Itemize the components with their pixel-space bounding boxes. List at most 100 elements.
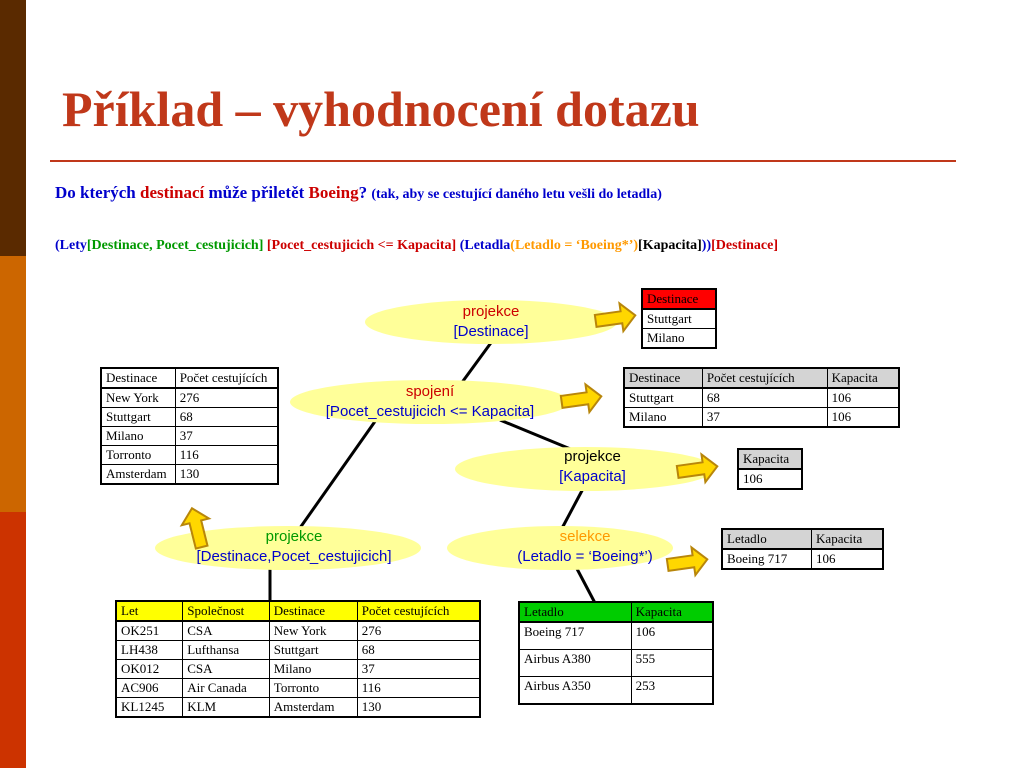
table-header-cell: Destinace: [100, 367, 176, 389]
node-projection-destinace-pocet: projekce [Destinace,Pocet_cestujicich]: [160, 527, 428, 567]
node-argument: (Letadlo = ‘Boeing*’): [517, 548, 653, 565]
table-cell: Torronto: [100, 445, 176, 465]
table-cell: KLM: [182, 697, 270, 718]
table-row: 106: [737, 468, 803, 490]
sidebar-band-dark: [0, 0, 26, 256]
question-note: (tak, aby se cestující daného letu vešli…: [371, 187, 662, 202]
table-cell: 116: [356, 678, 481, 698]
table-cell: 106: [811, 548, 884, 570]
node-projection-destinace: projekce [Destinace]: [381, 302, 601, 342]
ellipse-projection-destinace: [365, 300, 617, 344]
relational-expression: (Lety[Destinace, Pocet_cestujicich] [Poc…: [55, 238, 778, 254]
question-segment: Boeing: [308, 183, 359, 202]
question-segment: ?: [358, 183, 372, 202]
table-header-cell: Let: [115, 600, 184, 622]
question-segment: Do kterých: [55, 183, 140, 202]
arrow-to-kapacita-result: [675, 452, 719, 485]
node-join: spojení [Pocet_cestujicich <= Kapacita]: [290, 382, 570, 422]
table-cell: 253: [630, 676, 714, 705]
table-cell: KL1245: [115, 697, 184, 718]
expression-segment: [Destinace]: [711, 238, 778, 253]
table-header-cell: Destinace: [623, 367, 703, 389]
table-cell: OK012: [115, 659, 184, 679]
node-argument: [Destinace]: [453, 323, 529, 340]
node-label: spojení: [405, 383, 455, 400]
question-segment: může přiletět: [204, 183, 309, 202]
node-argument: [Kapacita]: [559, 468, 626, 485]
sidebar-band-red: [0, 512, 26, 768]
table-cell: 130: [174, 464, 279, 485]
table-cell: 555: [630, 649, 714, 677]
table-cell: Stuttgart: [100, 407, 176, 427]
table-cell: 37: [701, 407, 828, 428]
node-projection-kapacita: projekce [Kapacita]: [475, 447, 710, 487]
table-row: Stuttgart: [641, 308, 717, 329]
table-cell: Amsterdam: [100, 464, 176, 485]
table-cell: New York: [268, 620, 358, 641]
table-cell: 106: [826, 407, 900, 428]
table-cell: OK251: [115, 620, 184, 641]
ellipse-projection-destinace-pocet: [155, 526, 421, 570]
table-cell: New York: [100, 387, 176, 408]
table-header-cell: Společnost: [182, 600, 270, 622]
table-row: Milano: [641, 328, 717, 349]
table-header-cell: Kapacita: [630, 601, 714, 623]
node-selection: selekce (Letadlo = ‘Boeing*’): [465, 527, 705, 567]
table-cell: 68: [701, 387, 828, 408]
table-header-row: Kapacita: [737, 448, 803, 470]
table-cell: 37: [356, 659, 481, 679]
table-header-cell: Destinace: [268, 600, 358, 622]
table-cell: 276: [356, 620, 481, 641]
table-cell: 106: [737, 468, 803, 490]
sidebar-band-orange: [0, 256, 26, 512]
table-cell: Milano: [641, 328, 717, 349]
table-header-row: Destinace: [641, 288, 717, 310]
arrow-to-selection-result: [665, 545, 709, 578]
table-cell: Air Canada: [182, 678, 270, 698]
sidebar-decoration: [0, 0, 26, 768]
node-label: projekce: [265, 528, 323, 545]
expression-segment: [Destinace, Pocet_cestujicich]: [86, 238, 264, 253]
table-cell: CSA: [182, 620, 270, 641]
expression-segment: (Lety: [55, 238, 87, 253]
table-cell: AC906: [115, 678, 184, 698]
table-cell: Airbus A350: [518, 676, 632, 705]
table-cell: 68: [174, 407, 279, 427]
table-cell: Milano: [623, 407, 703, 428]
edge-selection-to-letadla: [573, 564, 597, 604]
table-cell: Stuttgart: [268, 640, 358, 660]
table-header-cell: Destinace: [641, 288, 717, 310]
table-cell: Milano: [100, 426, 176, 446]
expression-segment: )): [701, 238, 712, 253]
table-cell: Milano: [268, 659, 358, 679]
table-cell: Stuttgart: [641, 308, 717, 329]
question-segments: Do kterých destinací může přiletět Boein…: [55, 183, 371, 202]
expression-segment: (Letadla: [456, 238, 511, 253]
table-header-cell: Letadlo: [721, 528, 813, 550]
node-argument: [Pocet_cestujicich <= Kapacita]: [325, 403, 535, 420]
title-divider: [50, 160, 956, 162]
